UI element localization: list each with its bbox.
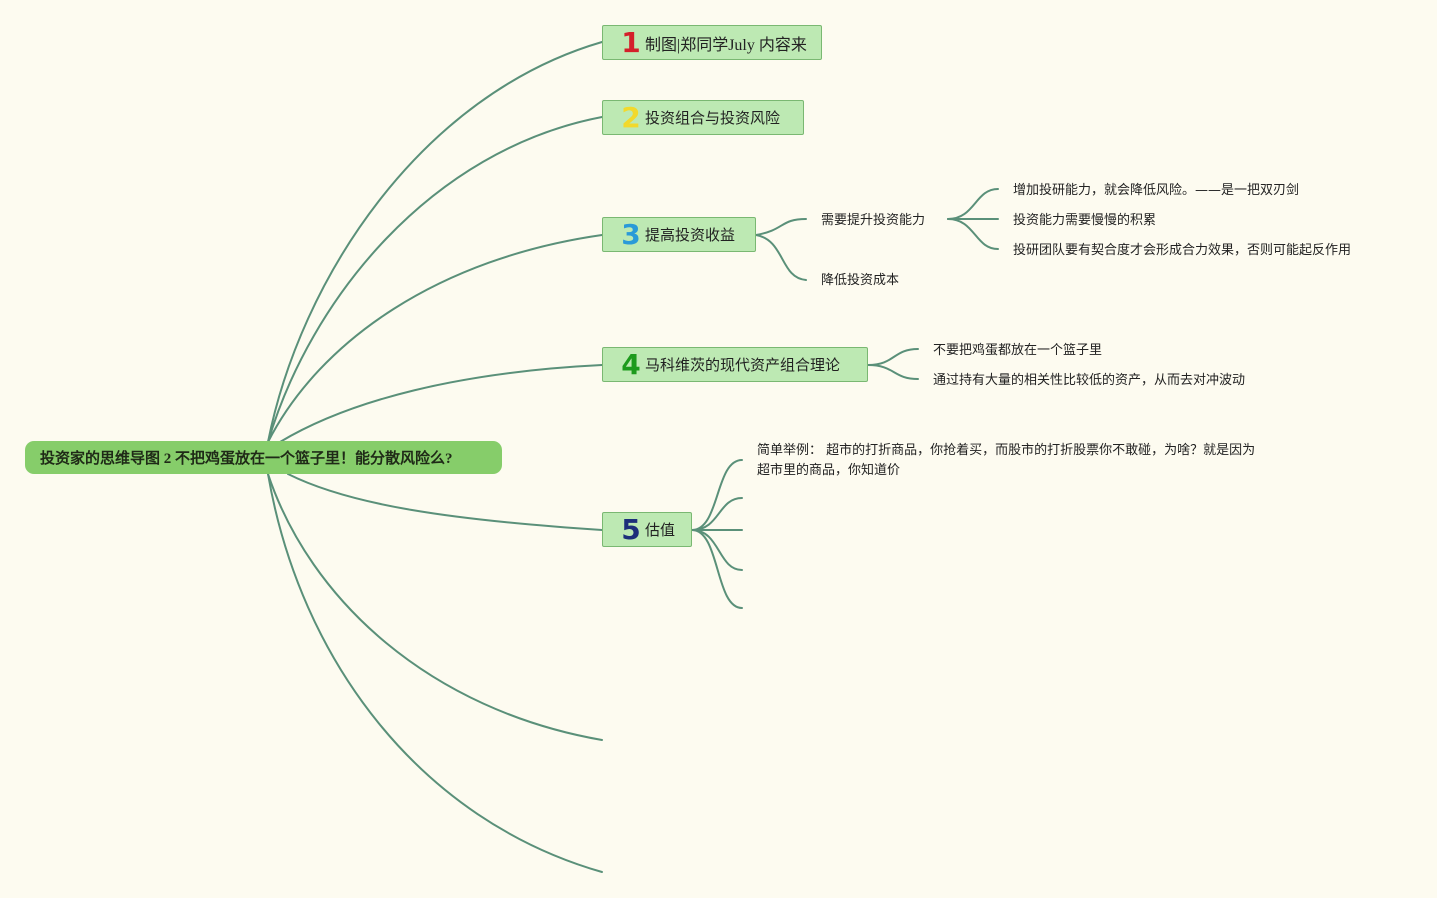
number-3-icon: 3: [621, 217, 641, 251]
number-1-icon: 1: [621, 25, 641, 59]
connector-branch-5-to-leaf-4: [691, 529, 743, 571]
number-4-icon: 4: [621, 347, 641, 381]
connector-branch-4-to-leaf-1: [867, 348, 919, 366]
connector-root-to-branch-3: [267, 234, 603, 443]
branch-3-topic[interactable]: 3 提高投资收益: [602, 217, 756, 252]
branch-3-label: 提高投资收益: [645, 226, 736, 244]
leaf-team-synergy[interactable]: 投研团队要有契合度才会形成合力效果，否则可能起反作用: [1013, 243, 1352, 258]
connector-branch-5-to-leaf-1: [691, 459, 743, 531]
leaf-research-double-edged[interactable]: 增加投研能力，就会降低风险。——是一把双刃剑: [1013, 183, 1300, 198]
connector-branch-3-to-reduce-cost: [755, 234, 807, 281]
branch-5-label: 估值: [645, 521, 676, 539]
leaf-valuation-example[interactable]: 简单举例： 超市的打折商品，你抢着买，而股市的打折股票你不敢碰，为啥？就是因为超…: [757, 443, 1256, 478]
connector-root-to-empty-branch-7: [267, 473, 603, 873]
leaf-dont-put-eggs[interactable]: 不要把鸡蛋都放在一个篮子里: [933, 343, 1103, 358]
branch-2-label: 投资组合与投资风险: [645, 109, 781, 127]
root-topic-label: 投资家的思维导图 2 不把鸡蛋放在一个篮子里！能分散风险么?: [40, 451, 453, 467]
connector-root-to-branch-1: [267, 41, 603, 443]
branch-2-topic[interactable]: 2 投资组合与投资风险: [602, 100, 804, 135]
branch-4-topic[interactable]: 4 马科维茨的现代资产组合理论: [602, 347, 868, 382]
leaf-ability-accumulation[interactable]: 投资能力需要慢慢的积累: [1013, 213, 1157, 228]
connector-branch-5-to-leaf-2: [691, 497, 743, 531]
leaf-low-correlation-assets[interactable]: 通过持有大量的相关性比较低的资产，从而去对冲波动: [933, 373, 1246, 388]
connector-root-to-branch-5: [287, 473, 603, 531]
connector-root-to-empty-branch-6: [267, 473, 603, 741]
branch-4-label: 马科维茨的现代资产组合理论: [645, 356, 841, 374]
number-2-icon: 2: [621, 100, 641, 134]
branch-5-topic[interactable]: 5 估值: [602, 512, 692, 547]
subtopic-reduce-cost[interactable]: 降低投资成本: [821, 273, 900, 288]
branch-1-label: 制图|郑同学July 内容来: [645, 36, 807, 54]
connector-ability-to-leaf-3: [947, 218, 999, 250]
connector-ability-to-leaf-1: [947, 188, 999, 220]
connector-root-to-branch-2: [267, 116, 603, 443]
connector-branch-3-to-improve-ability: [755, 218, 807, 236]
connector-root-to-branch-4: [279, 364, 603, 443]
number-5-icon: 5: [621, 512, 641, 546]
root-topic[interactable]: 投资家的思维导图 2 不把鸡蛋放在一个篮子里！能分散风险么?: [25, 441, 502, 474]
connector-branch-4-to-leaf-2: [867, 364, 919, 380]
subtopic-improve-ability[interactable]: 需要提升投资能力: [821, 213, 926, 228]
branch-1-topic[interactable]: 1 制图|郑同学July 内容来: [602, 25, 822, 60]
connector-branch-5-to-leaf-5: [691, 529, 743, 609]
